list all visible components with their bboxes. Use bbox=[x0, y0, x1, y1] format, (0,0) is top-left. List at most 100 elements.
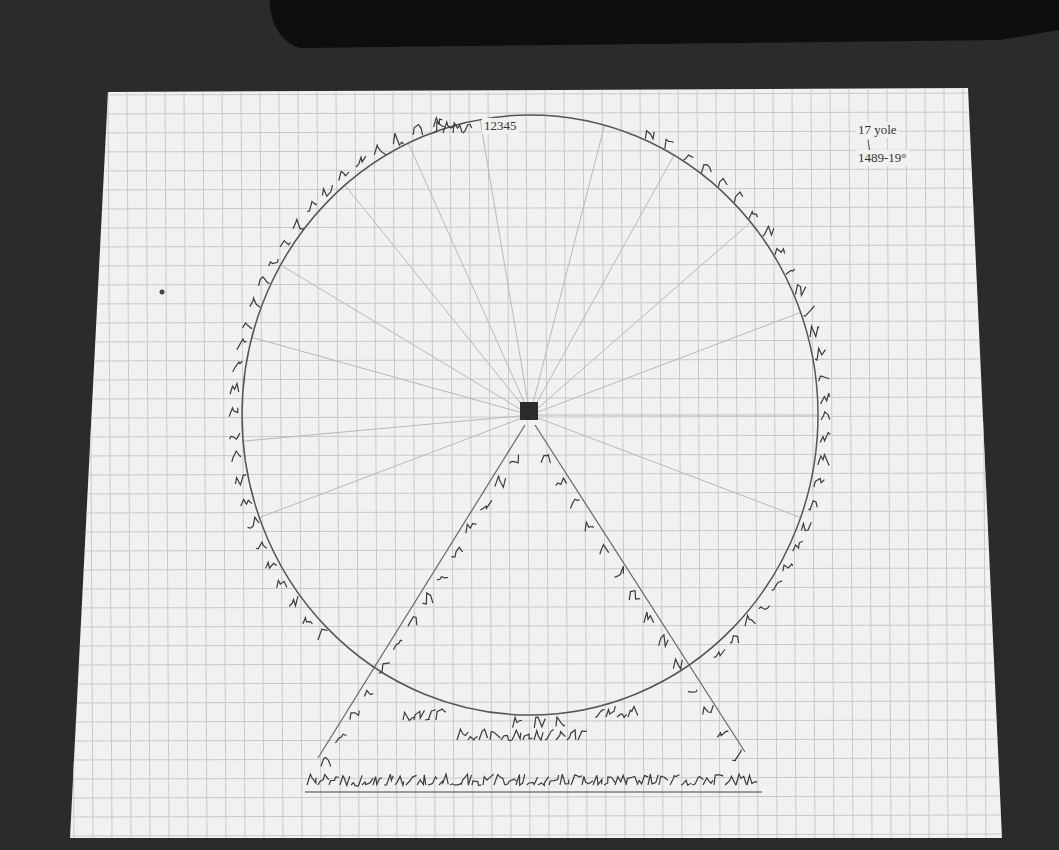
pen bbox=[270, 0, 1059, 48]
mark bbox=[681, 780, 691, 785]
grid-line bbox=[60, 93, 1005, 95]
mark bbox=[490, 732, 500, 740]
mark bbox=[615, 775, 626, 785]
mark bbox=[701, 165, 711, 173]
mark bbox=[793, 541, 803, 551]
grid-line bbox=[583, 85, 587, 840]
grid-line bbox=[60, 359, 1005, 361]
mark bbox=[256, 542, 267, 549]
mark bbox=[626, 776, 637, 785]
grid-line bbox=[60, 739, 1005, 741]
mark bbox=[703, 778, 713, 785]
grid-line bbox=[222, 85, 226, 840]
grid-line bbox=[60, 606, 1005, 608]
mark bbox=[804, 306, 815, 316]
mark bbox=[266, 562, 277, 568]
grid-line bbox=[678, 85, 682, 840]
mark bbox=[318, 629, 328, 640]
mark bbox=[527, 777, 538, 785]
grid-line bbox=[146, 85, 150, 840]
grid-line bbox=[60, 701, 1005, 703]
mark bbox=[617, 714, 627, 717]
mark bbox=[541, 455, 550, 463]
mark bbox=[414, 710, 425, 720]
mark bbox=[350, 711, 359, 720]
grid-line bbox=[906, 85, 910, 840]
mark bbox=[403, 712, 414, 720]
mark bbox=[783, 564, 793, 571]
mark bbox=[659, 635, 669, 646]
grid-line bbox=[792, 85, 796, 840]
mark bbox=[505, 779, 516, 785]
mark bbox=[303, 618, 313, 624]
grid-line bbox=[412, 85, 416, 840]
mark bbox=[428, 777, 437, 785]
grid-line bbox=[60, 397, 1005, 399]
mark bbox=[450, 783, 461, 785]
mark bbox=[436, 709, 446, 720]
mark bbox=[393, 640, 402, 649]
mark bbox=[538, 777, 549, 786]
spoke bbox=[345, 185, 530, 415]
mark bbox=[406, 775, 417, 785]
mark bbox=[578, 731, 587, 740]
mark bbox=[433, 122, 444, 133]
mark bbox=[570, 499, 579, 508]
mark bbox=[615, 566, 624, 577]
mark bbox=[815, 348, 825, 360]
grid-line bbox=[1001, 85, 1005, 840]
mark bbox=[801, 522, 811, 530]
mark bbox=[628, 706, 638, 717]
mark bbox=[472, 781, 481, 786]
mark bbox=[241, 500, 252, 506]
grid-line bbox=[60, 302, 1005, 304]
grid-line bbox=[60, 625, 1005, 627]
mark bbox=[356, 156, 366, 167]
mark bbox=[259, 277, 270, 286]
mark bbox=[250, 298, 260, 307]
mark bbox=[600, 545, 609, 554]
mark bbox=[230, 384, 239, 395]
mark bbox=[280, 241, 290, 247]
grid-line bbox=[241, 85, 245, 840]
grid-line bbox=[60, 720, 1005, 722]
mark bbox=[237, 339, 247, 350]
handwritten-note: 1489-19° bbox=[856, 150, 909, 166]
grid-line bbox=[488, 85, 492, 840]
mark bbox=[463, 124, 472, 133]
dot bbox=[160, 290, 165, 295]
mark bbox=[422, 593, 433, 604]
mark bbox=[688, 690, 697, 693]
grid-line bbox=[60, 226, 1005, 228]
mark bbox=[277, 580, 287, 587]
mark bbox=[307, 202, 316, 212]
mark bbox=[759, 606, 770, 610]
mark bbox=[730, 636, 739, 644]
mark bbox=[495, 476, 506, 488]
mark bbox=[604, 777, 615, 785]
mark bbox=[556, 732, 565, 741]
mark bbox=[335, 734, 346, 743]
grid-line bbox=[60, 245, 1005, 247]
mark bbox=[425, 710, 436, 720]
grid-line bbox=[982, 85, 986, 840]
mark bbox=[567, 730, 576, 740]
spoke bbox=[530, 222, 751, 415]
mark bbox=[232, 451, 241, 462]
grid-line bbox=[925, 85, 929, 840]
graph-paper bbox=[70, 88, 1002, 838]
mark bbox=[307, 774, 316, 785]
mark bbox=[374, 145, 385, 155]
mark bbox=[512, 730, 521, 740]
grid-line bbox=[393, 85, 397, 840]
spoke bbox=[408, 143, 530, 415]
spoke bbox=[530, 125, 605, 415]
mark bbox=[595, 710, 605, 718]
grid-line bbox=[60, 682, 1005, 684]
grid-line bbox=[184, 85, 188, 840]
left-leg bbox=[318, 425, 525, 758]
grid-line bbox=[450, 85, 454, 840]
mark bbox=[248, 517, 259, 528]
grid-line bbox=[60, 454, 1005, 456]
